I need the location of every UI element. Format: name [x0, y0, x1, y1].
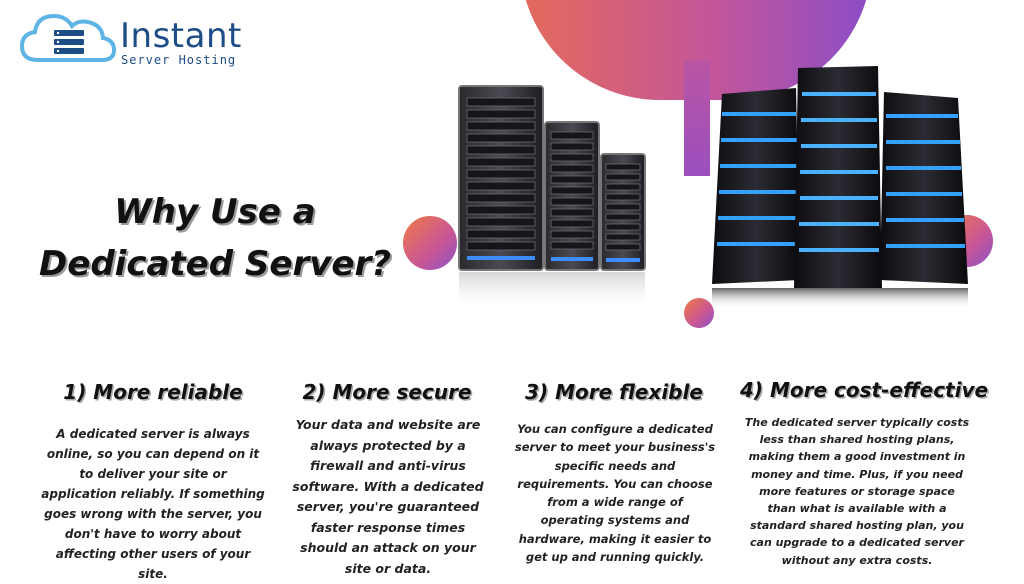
gradient-dot-left — [403, 216, 457, 270]
cloud-server-icon — [19, 13, 116, 62]
feature-title-flexible: 3) More flexible — [525, 380, 703, 404]
feature-title-reliable: 1) More reliable — [63, 380, 243, 404]
brand-logo[interactable] — [18, 8, 258, 72]
feature-title-cost-effective: 4) More cost-effective — [740, 378, 989, 402]
feature-title-secure: 2) More secure — [302, 380, 472, 404]
feature-body-cost-effective: The dedicated server typically costs les… — [744, 416, 970, 567]
brand-name: Instant — [120, 16, 242, 56]
gradient-dot-small — [684, 298, 714, 328]
server-tower-image-right — [708, 62, 972, 308]
gradient-stem — [684, 60, 710, 176]
page-title-line1: Why Use a — [114, 192, 316, 232]
page-title-line2: Dedicated Server? — [39, 244, 391, 284]
server-rack-image-left — [455, 84, 651, 316]
feature-body-reliable: A dedicated server is always online, so … — [41, 427, 265, 581]
feature-body-flexible: You can configure a dedicated server to … — [514, 422, 716, 565]
brand-tagline: Server Hosting — [121, 53, 237, 67]
page-title: Why Use a Dedicated Server? — [20, 186, 410, 290]
feature-body-secure: Your data and website are always protect… — [292, 417, 484, 576]
